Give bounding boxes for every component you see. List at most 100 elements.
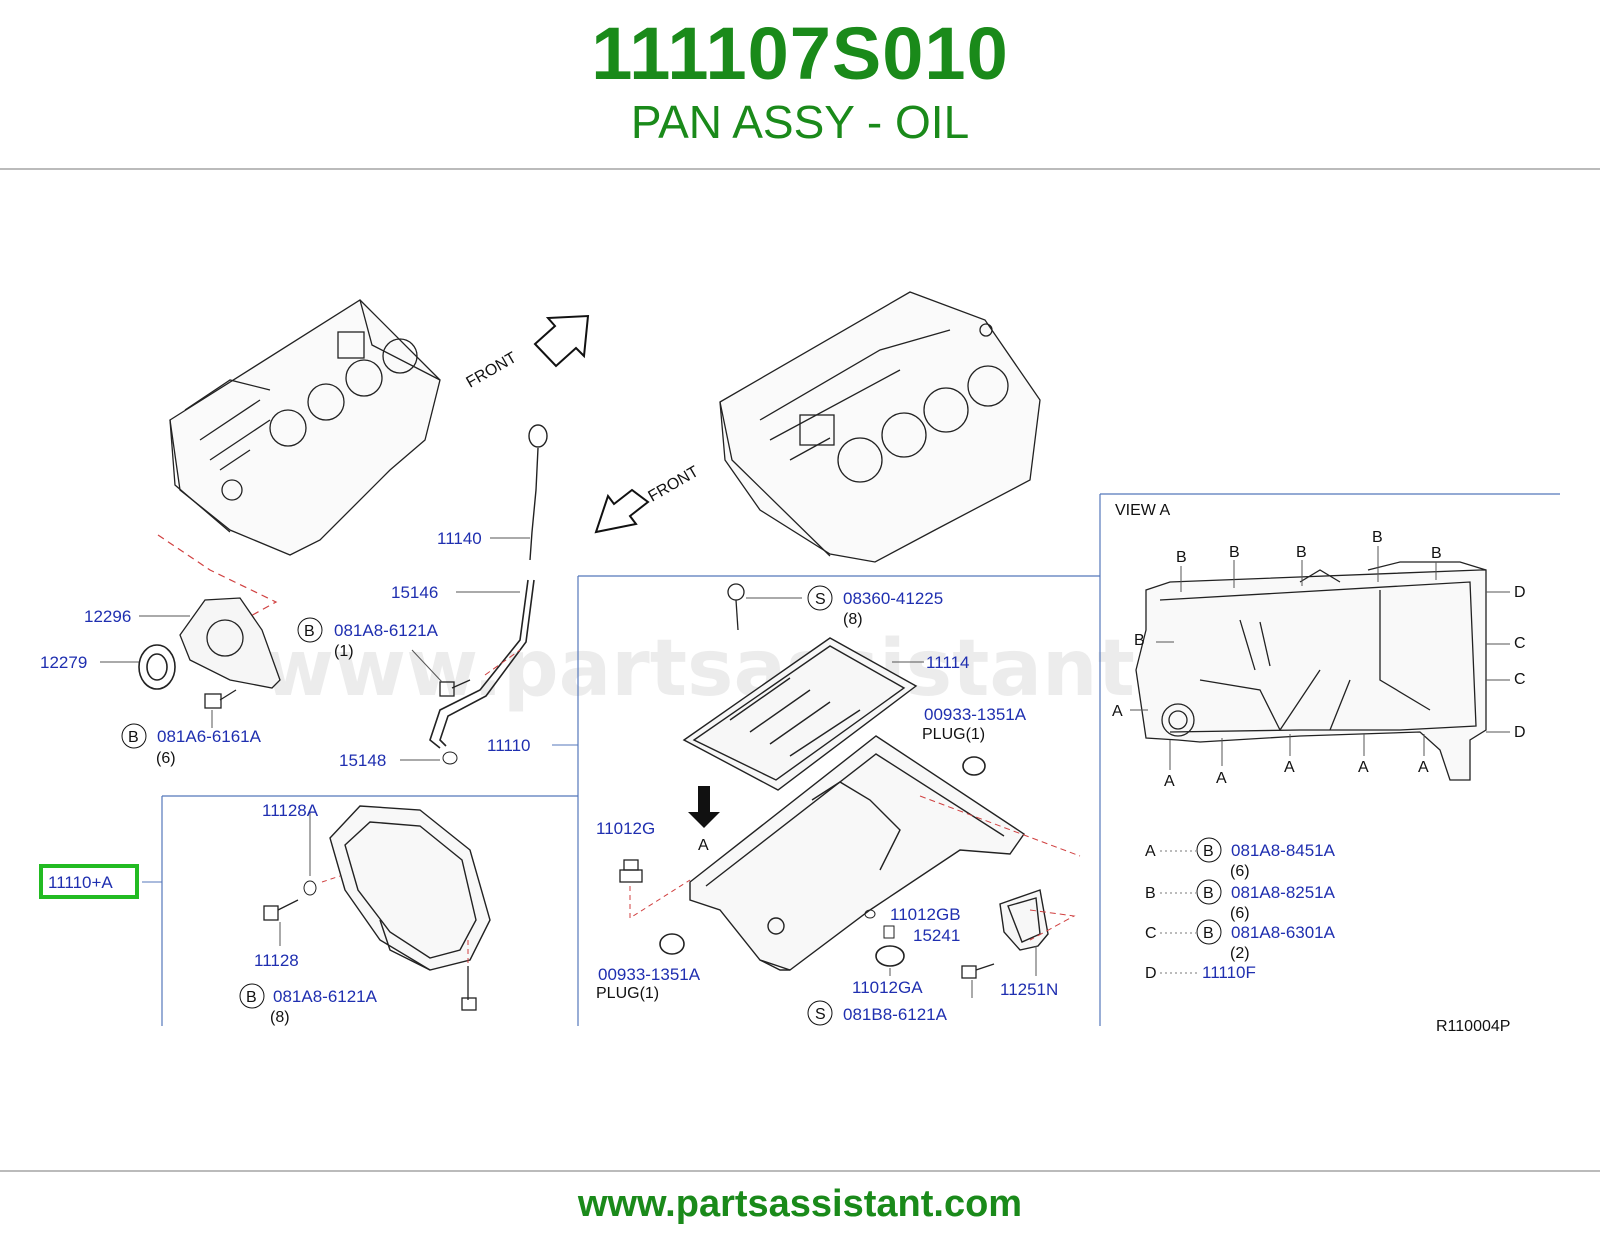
legend-badge: [1196, 879, 1222, 905]
legend-badge: [1196, 837, 1222, 863]
qty-08360-41225: (8): [843, 611, 863, 628]
badge-b-081A8-top-letter: B: [304, 623, 315, 640]
parts-diagram: www.partsassistant.com FRONT FRONT: [39, 291, 1560, 1035]
footer-url[interactable]: www.partsassistant.com: [577, 1183, 1023, 1225]
callout-081A8-6121A-bottom: 081A8-6121A: [273, 987, 378, 1006]
callout-11114: 11114: [926, 653, 970, 672]
qty-081A6-6161A: (6): [156, 750, 176, 767]
badge-s-081B8: [807, 1000, 833, 1026]
rear-oil-seal: [138, 644, 176, 690]
legend-badge: [1196, 919, 1222, 945]
legend-part-number: 081A8-6301A: [1231, 923, 1336, 942]
dipstick-11140: [528, 424, 548, 561]
leader-dashed-cover: [1029, 909, 1076, 941]
legend-qty: (2): [1230, 945, 1250, 962]
legend-key: A: [1145, 843, 1156, 860]
leader-081A8-top: [411, 649, 443, 683]
washer-11128A: [303, 880, 317, 896]
legend-badge-letter: B: [1203, 925, 1214, 942]
callout-12279: 12279: [40, 653, 87, 672]
o-ring-15148: [442, 751, 458, 765]
view-letter-b3: B: [1296, 544, 1307, 561]
label-plug-right: PLUG(1): [922, 726, 985, 743]
view-a-frame: [1099, 493, 1560, 1026]
callout-15146: 15146: [391, 583, 438, 602]
engine-block-left: [169, 299, 441, 556]
callout-12296: 12296: [84, 607, 131, 626]
callout-081A6-6161A: 081A6-6161A: [157, 727, 262, 746]
callout-11110: 11110: [487, 736, 531, 755]
legend-qty: (6): [1230, 863, 1250, 880]
legend-part-number: 081A8-8251A: [1231, 883, 1336, 902]
badge-s-081B8-letter: S: [815, 1006, 826, 1023]
legend-key: D: [1145, 965, 1157, 982]
plug-00933-left: [659, 933, 685, 955]
legend-badge-letter: B: [1203, 843, 1214, 860]
legend-badge-letter: B: [1203, 885, 1214, 902]
view-letter-b5: B: [1431, 545, 1442, 562]
upper-oil-pan-11110: [689, 735, 1025, 971]
legend-part-number: 081A8-8451A: [1231, 841, 1336, 860]
pin-15241: [883, 925, 895, 939]
view-a-pan-outline: [1135, 561, 1487, 781]
header-divider: [0, 168, 1600, 170]
view-letter-a4: A: [1284, 759, 1295, 776]
bolt-081B8-6121A: [961, 963, 995, 979]
legend-part-number: 11110F: [1202, 963, 1256, 982]
view-letter-a1: A: [1112, 703, 1123, 720]
leader-dashed-11012G: [629, 879, 691, 919]
callout-00933-right: 00933-1351A: [924, 705, 1027, 724]
bolt-081A8-6121A-top: [439, 679, 471, 697]
legend-qty: (6): [1230, 905, 1250, 922]
lower-oil-pan: [329, 805, 491, 971]
highlight-box-11110-a[interactable]: [39, 864, 139, 899]
bolt-081A8-6121A-bottom: [461, 966, 477, 1011]
reference-code: R110004P: [1436, 1018, 1510, 1035]
view-a-arrow-label: A: [698, 837, 709, 854]
badge-s-08360-letter: S: [815, 591, 826, 608]
callout-00933-left: 00933-1351A: [598, 965, 701, 984]
bolt-08360-41225: [727, 583, 745, 631]
view-letter-a5: A: [1358, 759, 1369, 776]
qty-081A8-6121A-bottom: (8): [270, 1009, 290, 1026]
baffle-plate-11114: [682, 637, 918, 791]
view-letter-b1: B: [1176, 549, 1187, 566]
callout-11012GB: 11012GB: [890, 905, 961, 924]
bracket-11110: [577, 575, 1100, 1026]
badge-s-08360: [807, 585, 833, 611]
cover-11251N: [999, 889, 1049, 951]
rear-oil-seal-retainer: [179, 597, 281, 689]
callout-15148: 15148: [339, 751, 386, 770]
plug-00933-right: [962, 756, 986, 776]
view-letter-b6: B: [1134, 632, 1145, 649]
callout-081A8-6121A-top: 081A8-6121A: [334, 621, 439, 640]
front-label-upper: FRONT: [464, 349, 520, 391]
part-number-title: 111107S010: [591, 12, 1009, 95]
view-a-letters: B B B B B B D C C D A A A A A A: [1112, 529, 1526, 790]
badge-b-081A8-bottom: [239, 983, 265, 1009]
callout-11110-a[interactable]: 11110+A: [48, 873, 113, 892]
callout-15241: 15241: [913, 926, 960, 945]
callout-11251N: 11251N: [1000, 980, 1058, 999]
view-a-legend: A B 081A8-8451A (6) B B 081A8-8251A (6) C B 081A8-…: [1145, 837, 1336, 982]
bolt-081A6-6161A: [204, 689, 237, 709]
front-arrow-lower: [594, 488, 650, 534]
qty-081A8-6121A-top: (1): [334, 643, 354, 660]
leader-dashed-tube: [484, 649, 521, 676]
badge-b-081A6-letter: B: [128, 729, 139, 746]
bracket-11110-a: [161, 795, 578, 1026]
callout-081B8-6121A: 081B8-6121A: [843, 1005, 948, 1024]
dipstick-tube-15146: [429, 579, 535, 749]
callout-11140: 11140: [437, 529, 482, 548]
view-a-title: VIEW A: [1115, 502, 1170, 519]
leader-dashed-plug-right: [919, 795, 1081, 857]
callout-11128A: 11128A: [262, 801, 319, 820]
legend-key: B: [1145, 885, 1156, 902]
view-letter-c2: C: [1514, 671, 1526, 688]
badge-b-081A6: [121, 723, 147, 749]
callout-11128: 11128: [254, 951, 299, 970]
drain-plug-11128: [263, 899, 299, 921]
footer-divider: [0, 1170, 1600, 1172]
view-a-arrow: [688, 786, 720, 828]
legend-key: C: [1145, 925, 1157, 942]
